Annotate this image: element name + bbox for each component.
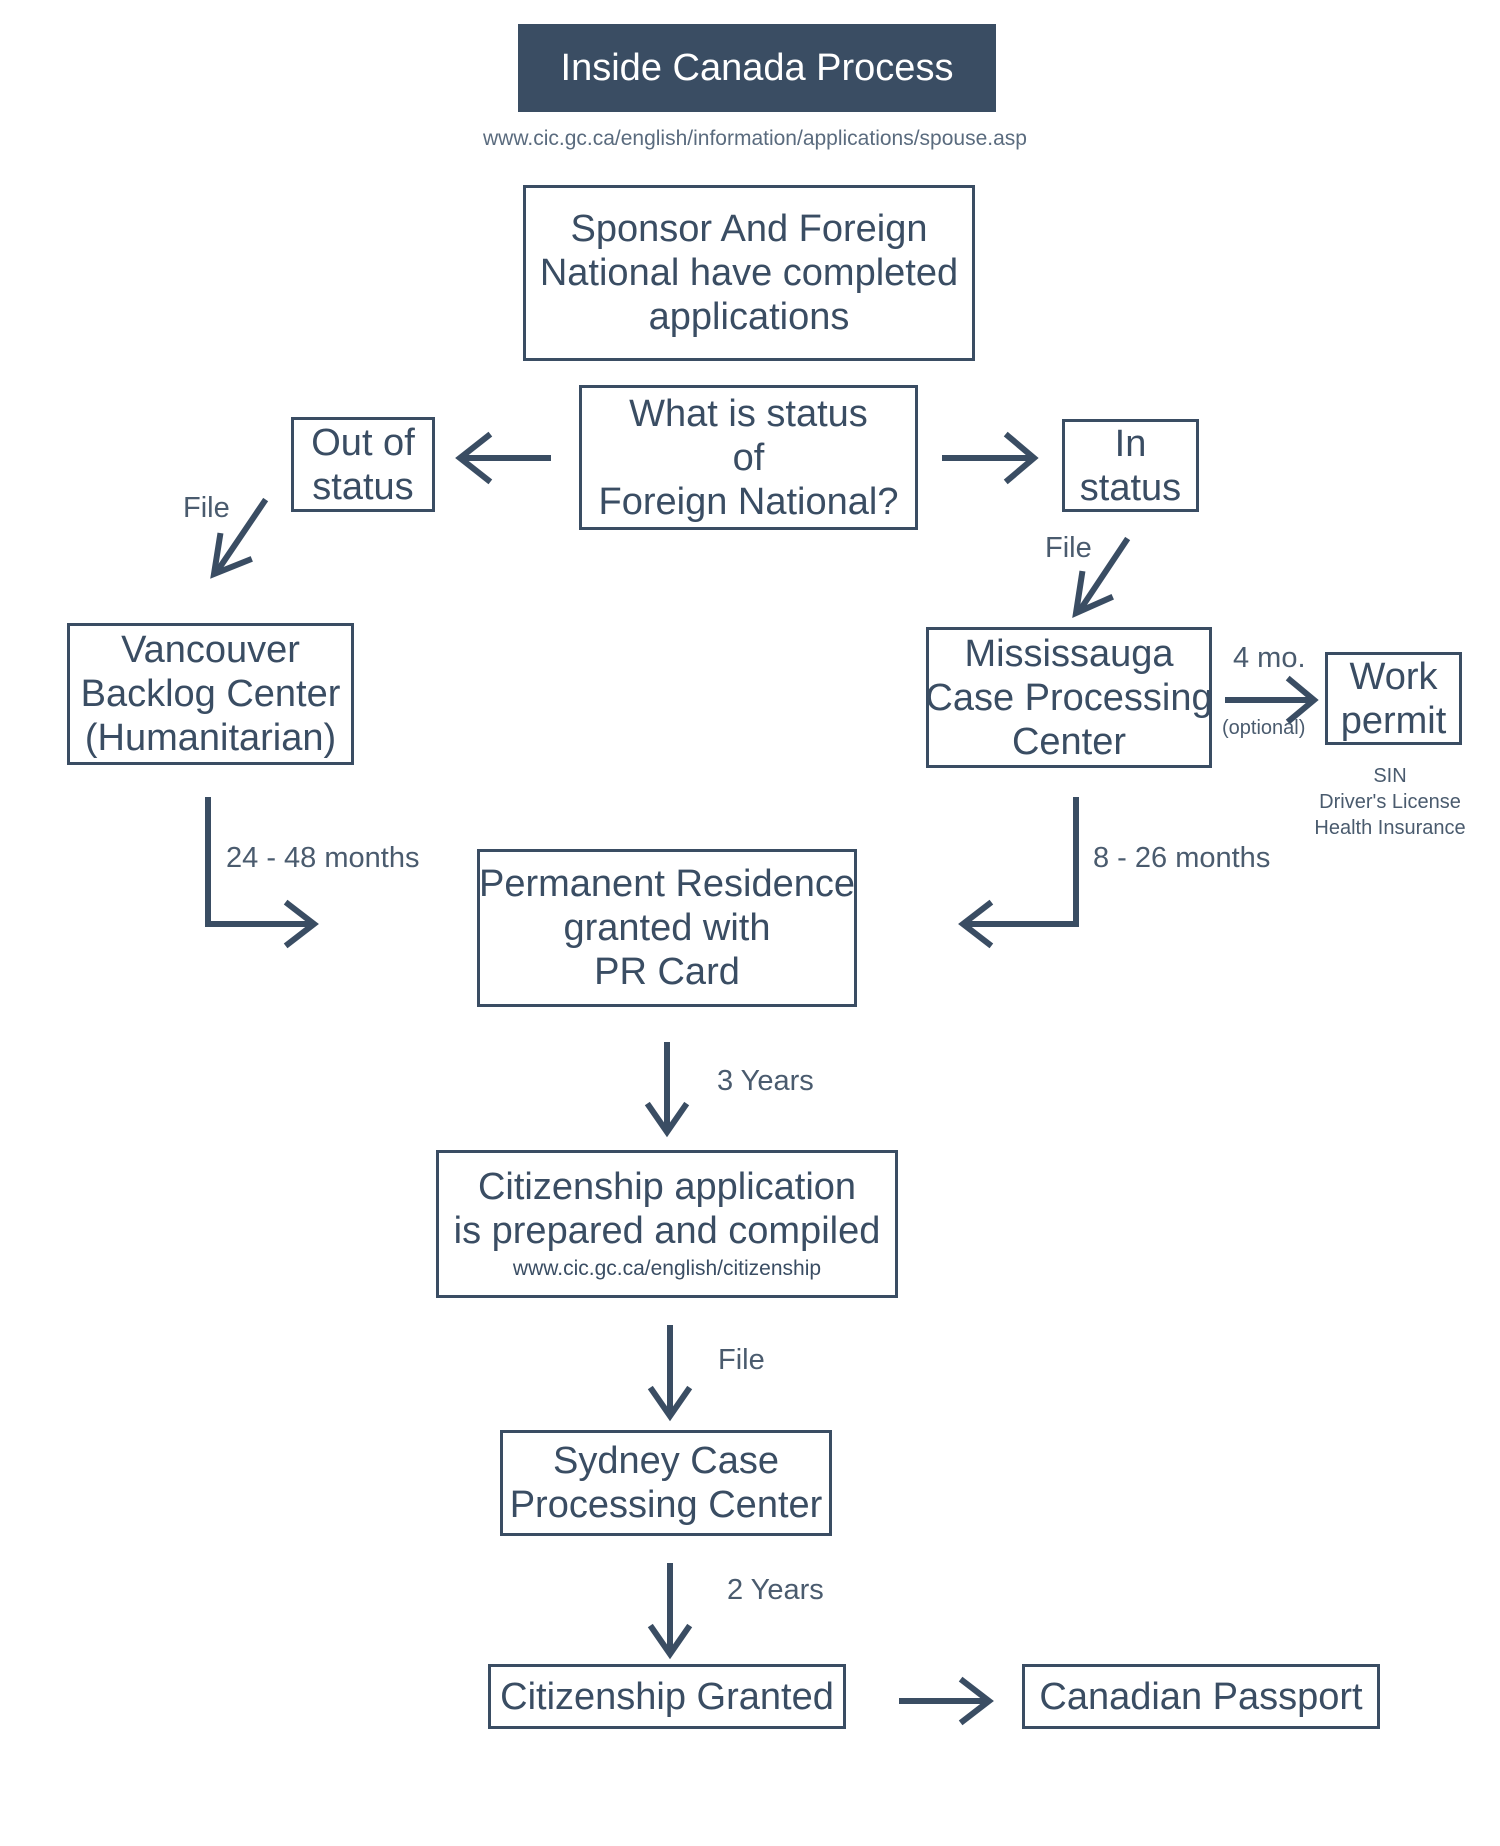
label-two-years: 2 Years (727, 1574, 824, 1606)
label-file-right: File (1045, 532, 1092, 564)
node-line: National have completed (539, 252, 959, 294)
title-url: www.cic.gc.ca/english/information/applic… (483, 127, 1027, 150)
node-line: In (1114, 422, 1147, 465)
node-line: Out of (311, 421, 415, 464)
label-file-left: File (183, 492, 230, 524)
arrow-to-mississauga (1072, 536, 1131, 618)
node-line: Center (1011, 720, 1127, 763)
diagram-title: Inside Canada Process (518, 24, 996, 112)
node-sponsor-applications: Sponsor And Foreign National have comple… (523, 185, 975, 361)
node-line: Citizenship application (477, 1166, 857, 1208)
node-canadian-passport: Canadian Passport (1022, 1664, 1380, 1729)
citizenship-url: www.cic.gc.ca/english/citizenship (512, 1257, 822, 1280)
node-line: Work (1349, 655, 1438, 698)
node-vancouver-backlog-center: Vancouver Backlog Center (Humanitarian) (67, 623, 354, 765)
node-line: Permanent Residence (479, 863, 855, 905)
arrow-to-in-status (942, 431, 1039, 485)
node-line: What is status (629, 392, 868, 435)
arrow-sydney-to-granted (647, 1563, 693, 1660)
arrow-to-work-permit (1225, 675, 1319, 725)
node-mississauga-cpc: Mississauga Case Processing Center (925, 627, 1213, 768)
arrow-application-to-sydney (647, 1325, 693, 1422)
node-status-question: What is status of Foreign National? (579, 385, 918, 530)
node-line: permit (1340, 699, 1447, 742)
benefit-drivers-license: Driver's License (1319, 791, 1461, 813)
arrow-mississauga-to-pr (958, 797, 1079, 949)
node-line: Sponsor And Foreign (570, 208, 928, 250)
label-file-citizenship: File (718, 1344, 765, 1376)
node-line: Vancouver (121, 629, 300, 671)
node-line: is prepared and compiled (453, 1210, 881, 1252)
node-line: of (732, 436, 765, 479)
label-optional: (optional) (1222, 717, 1306, 739)
label-vancouver-duration: 24 - 48 months (226, 842, 420, 874)
node-sydney-cpc: Sydney Case Processing Center (500, 1430, 832, 1536)
node-citizenship-application: Citizenship application is prepared and … (436, 1150, 898, 1298)
node-line: status (1079, 466, 1182, 509)
node-line: Foreign National? (598, 480, 899, 523)
node-line: applications (648, 296, 850, 338)
arrow-granted-to-passport (899, 1676, 994, 1726)
arrow-to-vancouver (210, 497, 269, 579)
arrow-to-out-of-status (455, 431, 551, 485)
label-mississauga-duration: 8 - 26 months (1093, 842, 1271, 874)
node-line: Backlog Center (80, 673, 341, 715)
node-line: Mississauga (964, 632, 1174, 675)
node-line: status (312, 465, 414, 508)
label-four-months: 4 mo. (1233, 642, 1306, 674)
node-line: PR Card (594, 951, 740, 993)
arrow-vancouver-to-pr (205, 797, 319, 949)
node-permanent-residence: Permanent Residence granted with PR Card (477, 849, 857, 1007)
node-line: granted with (563, 907, 771, 949)
node-line: Citizenship Granted (500, 1675, 834, 1718)
benefit-sin: SIN (1373, 765, 1407, 787)
benefit-health-insurance: Health Insurance (1314, 817, 1466, 839)
node-line: Sydney Case (552, 1440, 779, 1482)
node-out-of-status: Out of status (291, 417, 435, 512)
node-in-status: In status (1062, 419, 1199, 512)
label-three-years: 3 Years (717, 1065, 814, 1097)
node-line: Case Processing (925, 676, 1213, 719)
node-line: Processing Center (509, 1484, 823, 1526)
node-work-permit: Work permit (1325, 652, 1462, 745)
node-line: Canadian Passport (1039, 1675, 1363, 1718)
arrow-pr-to-citizenship-application (644, 1042, 690, 1138)
node-line: (Humanitarian) (84, 717, 337, 759)
node-citizenship-granted: Citizenship Granted (488, 1664, 846, 1729)
